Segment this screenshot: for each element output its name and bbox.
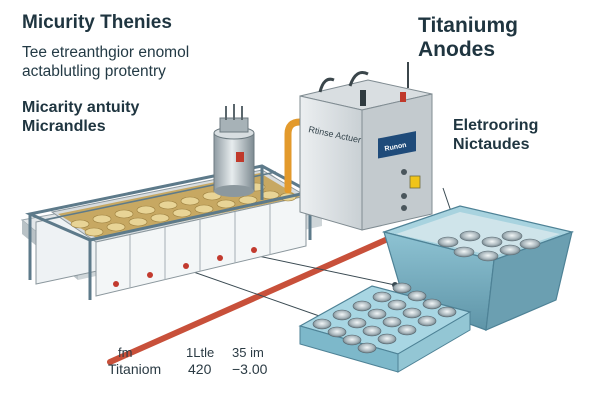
- tray-cup: [387, 299, 407, 311]
- anode-cylinder: [213, 104, 255, 197]
- tray-cup: [367, 308, 387, 320]
- tray-cup: [372, 291, 392, 303]
- tray-cup: [377, 333, 397, 345]
- header-right-title: Anodes: [418, 38, 496, 61]
- tray-cup: [422, 298, 442, 310]
- tray-cup: [382, 316, 402, 328]
- tray-cup: [397, 324, 417, 336]
- cabinet-badge: Runon: [384, 142, 407, 153]
- header-left-subtitle: actablutling protentry: [22, 63, 166, 80]
- tray-cup: [332, 309, 352, 321]
- electrode-tub: [381, 205, 575, 331]
- tray-cup: [362, 325, 382, 337]
- legend-unit: 35 im: [232, 345, 264, 360]
- orange-pipe: [284, 118, 304, 194]
- left-callout-label: Micrandles: [22, 118, 106, 135]
- legend-value: −3.00: [232, 361, 268, 377]
- anode-tray: [298, 282, 472, 373]
- control-cabinet: [299, 62, 433, 231]
- legend-value: Titaniom: [108, 361, 162, 377]
- tray-cup: [407, 290, 427, 302]
- titanium-rod: [107, 235, 393, 365]
- tray-cup: [417, 315, 437, 327]
- header-left-subtitle: Tee etreanthgior enomol: [22, 44, 190, 61]
- tray-cup: [437, 306, 457, 318]
- header-left-title: Micurity Thenies: [22, 12, 172, 33]
- tray-cup: [347, 317, 367, 329]
- left-callout-label: Micarity antuity: [22, 99, 140, 116]
- tray-cup: [312, 318, 332, 330]
- tray-cup: [402, 307, 422, 319]
- legend-unit: fm: [118, 345, 133, 360]
- right-callout-label: Nictaudes: [453, 136, 530, 153]
- tray-cup: [392, 282, 412, 294]
- tray-cup: [327, 326, 347, 338]
- legend-unit: 1Ltle: [186, 345, 215, 360]
- legend-value: 420: [188, 361, 212, 377]
- tray-cup: [342, 334, 362, 346]
- tray-cup: [357, 342, 377, 354]
- tray-cup: [352, 300, 372, 312]
- header-right-title: Titaniumg: [418, 14, 518, 37]
- right-callout-label: Eletrooring: [453, 117, 539, 134]
